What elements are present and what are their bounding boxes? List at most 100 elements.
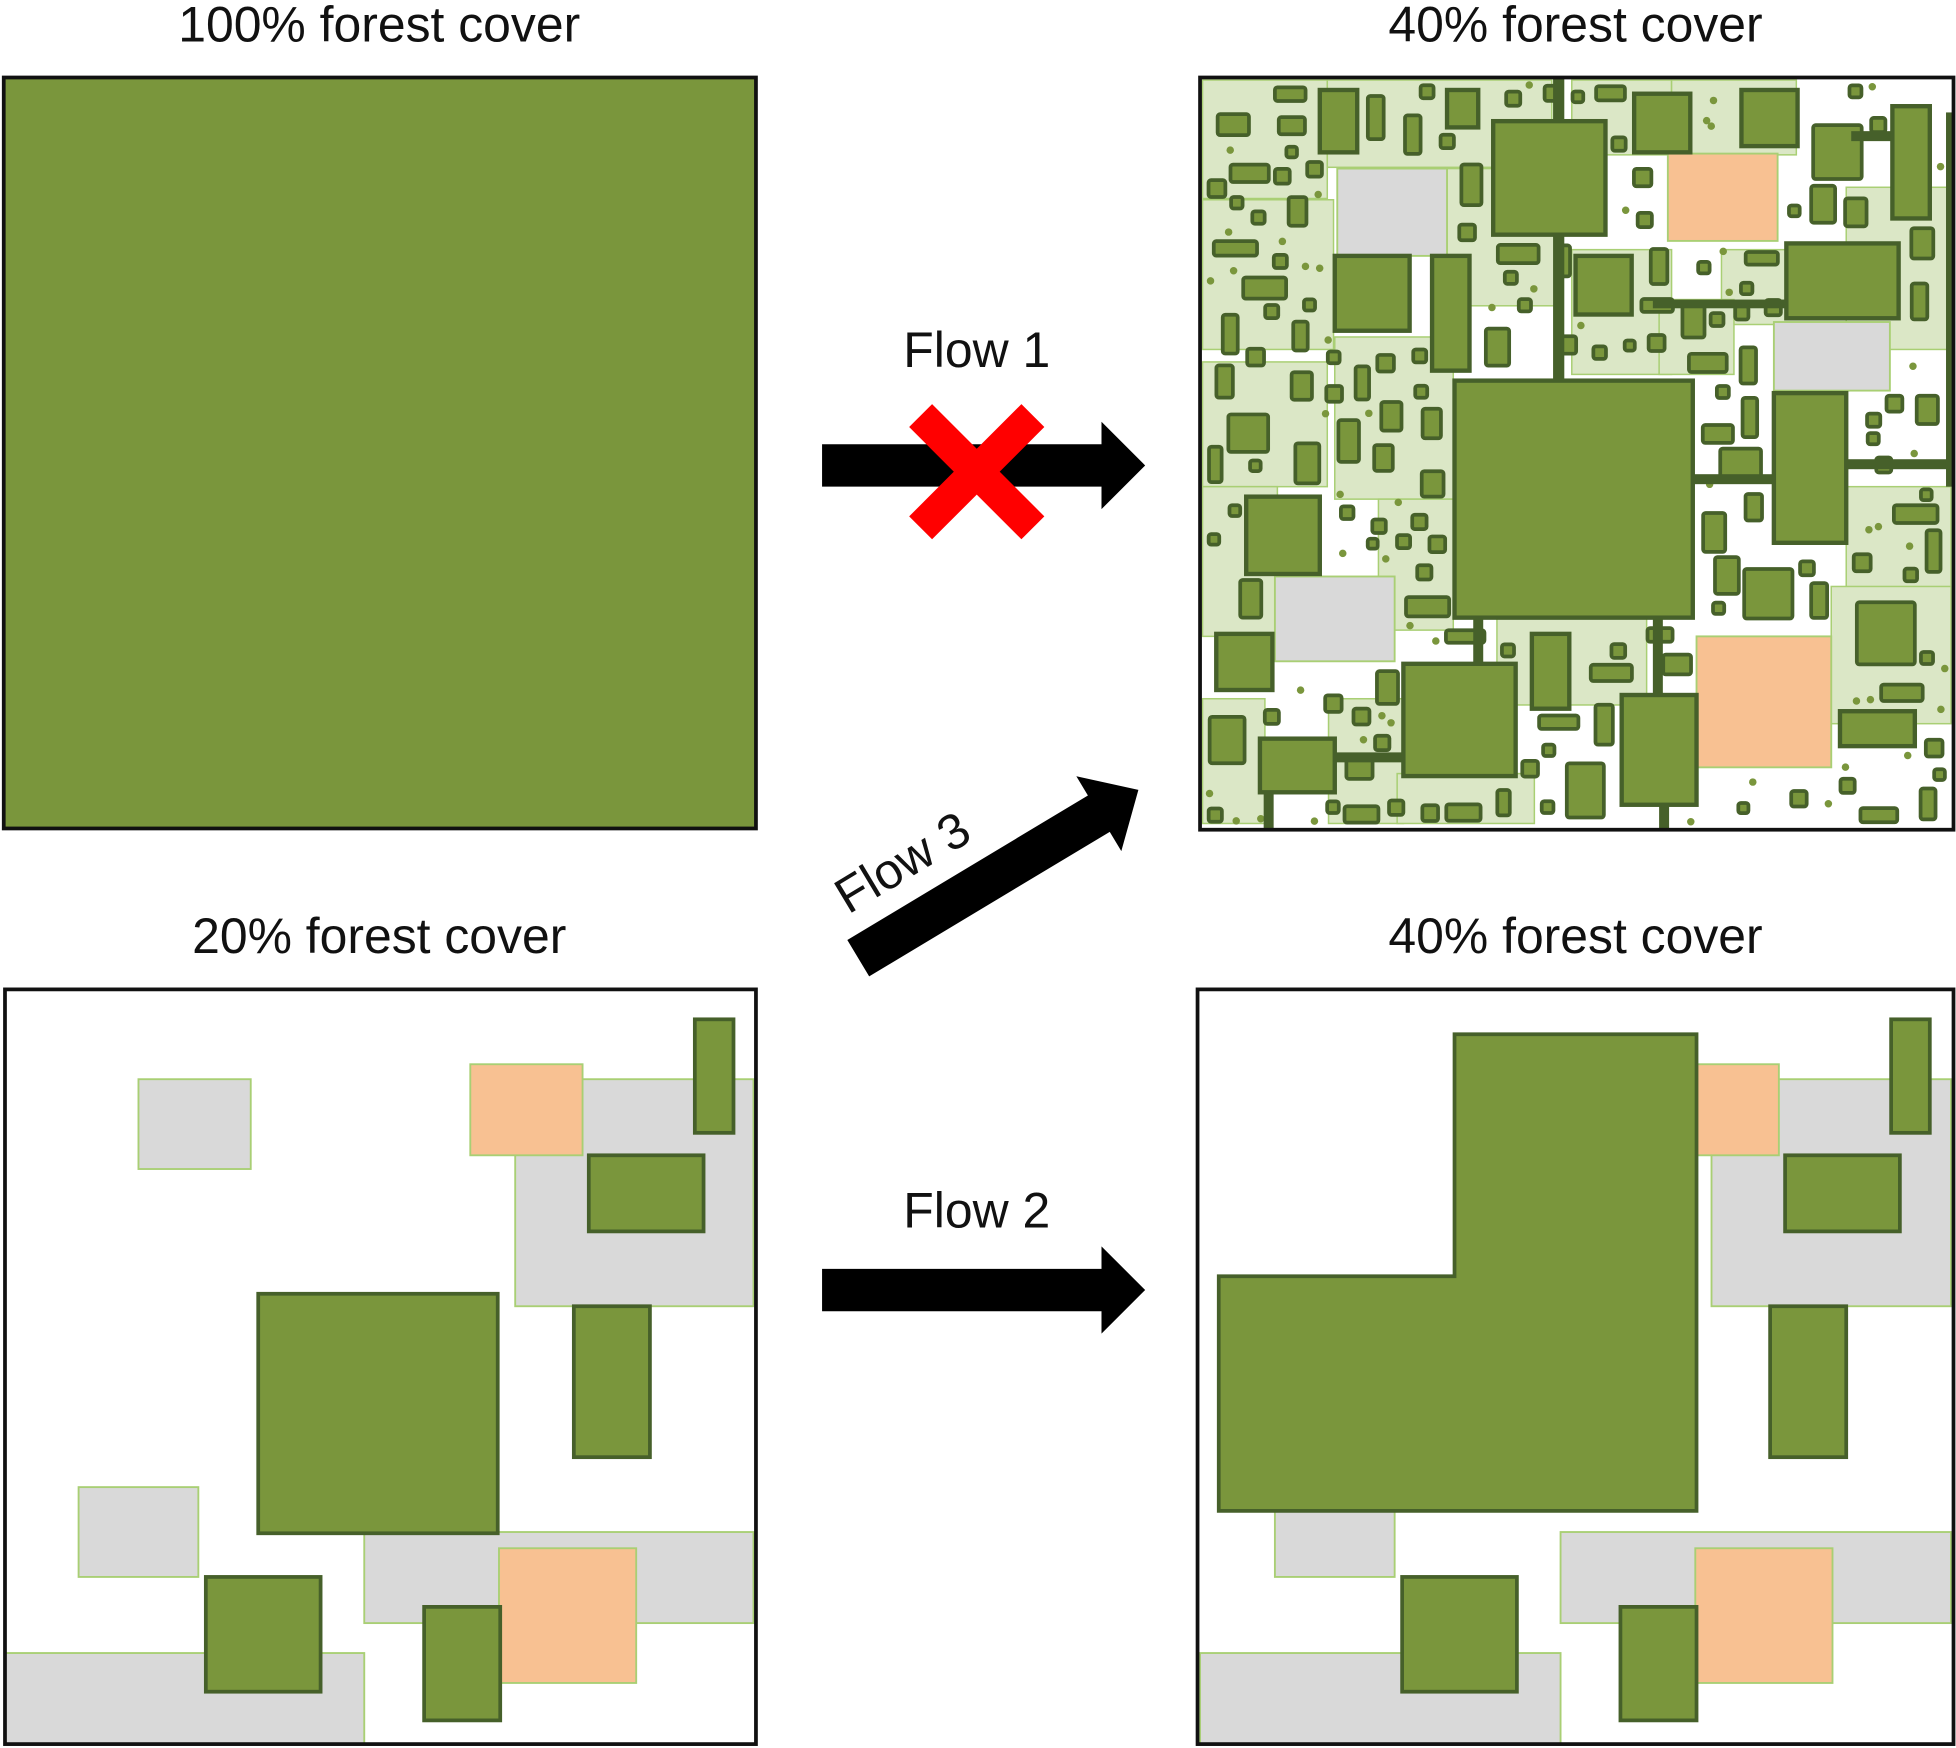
small-forest-patch bbox=[1902, 566, 1919, 584]
tree-dot bbox=[1941, 664, 1949, 673]
small-forest-patch bbox=[1207, 714, 1247, 766]
small-forest-patch bbox=[1403, 113, 1423, 156]
small-forest-patch bbox=[1365, 94, 1386, 141]
small-forest-patch bbox=[1539, 799, 1556, 815]
tree-dot bbox=[1359, 736, 1368, 744]
small-forest-patch bbox=[1798, 559, 1816, 578]
small-forest-patch bbox=[1661, 652, 1693, 677]
small-forest-patch bbox=[1207, 444, 1224, 485]
orange-patch bbox=[498, 1547, 638, 1684]
small-forest-patch bbox=[1564, 761, 1606, 820]
forest-patch bbox=[1257, 736, 1337, 795]
small-forest-patch bbox=[1537, 713, 1581, 731]
light-forest-patch bbox=[1496, 616, 1648, 706]
gray-patch bbox=[137, 1078, 252, 1170]
forest-patch bbox=[571, 1304, 652, 1460]
small-forest-patch bbox=[1635, 210, 1654, 229]
small-forest-patch bbox=[1420, 803, 1440, 823]
small-forest-patch bbox=[1395, 533, 1412, 551]
tree-dot bbox=[1226, 146, 1234, 154]
corridor bbox=[1851, 131, 1895, 142]
panel-frame bbox=[1195, 987, 1956, 1746]
orange-patch bbox=[1695, 635, 1833, 769]
small-forest-patch bbox=[1742, 567, 1795, 621]
small-forest-patch bbox=[1248, 458, 1263, 473]
gray-patch bbox=[1772, 321, 1891, 392]
large-forest-block bbox=[1216, 1032, 1699, 1513]
corridor bbox=[1692, 474, 1774, 485]
small-forest-patch bbox=[1289, 370, 1314, 402]
small-forest-patch bbox=[1323, 693, 1344, 714]
small-forest-patch bbox=[1339, 504, 1356, 521]
small-forest-patch bbox=[1847, 83, 1864, 100]
small-forest-patch bbox=[1419, 469, 1446, 499]
corridor bbox=[1652, 299, 1791, 309]
forest-patch bbox=[203, 1575, 323, 1694]
small-forest-patch bbox=[1646, 333, 1667, 353]
small-forest-patch bbox=[1610, 135, 1628, 153]
tree-dot bbox=[1394, 498, 1403, 507]
small-forest-patch bbox=[1263, 303, 1281, 321]
small-forest-patch bbox=[1273, 166, 1292, 186]
small-forest-patch bbox=[1220, 312, 1240, 356]
small-forest-patch bbox=[1229, 195, 1245, 211]
small-forest-patch bbox=[1286, 195, 1309, 228]
tree-dot bbox=[1406, 621, 1414, 630]
small-forest-patch bbox=[1648, 247, 1670, 286]
forest-patch bbox=[1317, 87, 1360, 155]
forest-patch bbox=[692, 1017, 736, 1135]
small-forest-patch bbox=[1238, 578, 1264, 620]
small-forest-patch bbox=[1680, 303, 1707, 340]
tree-dot bbox=[1937, 705, 1945, 714]
small-forest-patch bbox=[1404, 595, 1452, 619]
tree-dot bbox=[1903, 751, 1912, 760]
orange-patch bbox=[469, 1063, 584, 1157]
tree-dot bbox=[1321, 409, 1330, 418]
small-forest-patch bbox=[1909, 226, 1936, 261]
small-forest-patch bbox=[1711, 600, 1727, 616]
panel-frame bbox=[3, 987, 758, 1746]
small-forest-patch bbox=[1865, 411, 1883, 429]
tree-dot bbox=[1488, 303, 1496, 312]
tree-dot bbox=[1432, 637, 1440, 645]
tree-dot bbox=[1232, 817, 1240, 825]
small-forest-patch bbox=[1594, 84, 1627, 103]
flow-2-label: Flow 2 bbox=[903, 1183, 1050, 1239]
small-forest-patch bbox=[1353, 364, 1371, 402]
small-forest-patch bbox=[1516, 297, 1533, 314]
forest-patch bbox=[1244, 494, 1322, 577]
panel-frame bbox=[1198, 75, 1956, 832]
tree-dot bbox=[1707, 122, 1715, 130]
small-forest-patch bbox=[1413, 383, 1430, 400]
small-forest-patch bbox=[1351, 706, 1372, 727]
small-forest-patch bbox=[1632, 166, 1654, 189]
forest-patch bbox=[1889, 1017, 1932, 1135]
small-forest-patch bbox=[1459, 162, 1484, 207]
small-forest-patch bbox=[1427, 534, 1448, 555]
small-forest-patch bbox=[1226, 412, 1271, 454]
tree-dot bbox=[1278, 237, 1287, 246]
small-forest-patch bbox=[1302, 297, 1317, 313]
small-forest-patch bbox=[1206, 532, 1222, 547]
small-forest-patch bbox=[1293, 441, 1322, 486]
small-forest-patch bbox=[1284, 144, 1299, 160]
corridor bbox=[1263, 792, 1274, 830]
tree-dot bbox=[1621, 206, 1630, 214]
tree-dot bbox=[1205, 789, 1214, 798]
small-forest-patch bbox=[1410, 512, 1429, 531]
small-forest-patch bbox=[1438, 132, 1456, 150]
small-forest-patch bbox=[1738, 345, 1758, 386]
small-forest-patch bbox=[1869, 116, 1888, 135]
small-forest-patch bbox=[1245, 346, 1266, 368]
tree-dot bbox=[1382, 555, 1390, 563]
small-forest-patch bbox=[1250, 209, 1267, 226]
tree-dot bbox=[1841, 763, 1850, 771]
small-forest-patch bbox=[1541, 742, 1557, 758]
forest-patch bbox=[1332, 253, 1412, 333]
forest-patch bbox=[422, 1605, 503, 1723]
arrow-diagonal-icon bbox=[847, 776, 1139, 977]
small-forest-patch bbox=[1809, 183, 1837, 225]
small-forest-patch bbox=[1215, 112, 1251, 138]
flow-1-arrow: Flow 1 bbox=[822, 322, 1146, 540]
small-forest-patch bbox=[1919, 487, 1934, 503]
